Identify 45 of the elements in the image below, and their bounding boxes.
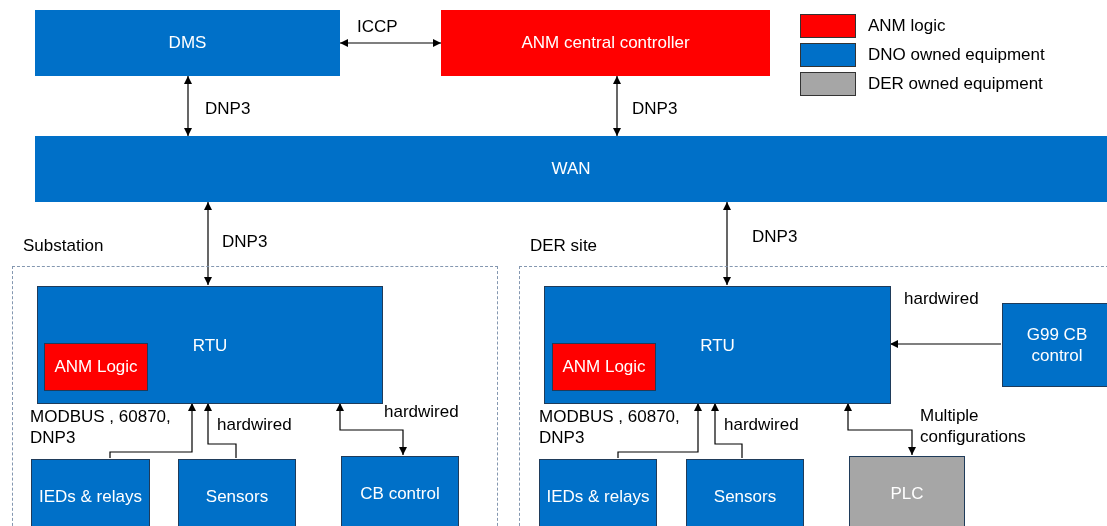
equipment-box <box>686 459 804 526</box>
connector-arrow <box>722 201 732 286</box>
equipment-box <box>178 459 296 526</box>
connector-arrow <box>203 201 213 286</box>
equipment-box <box>31 459 150 526</box>
connector-arrow <box>109 402 197 459</box>
equipment-box <box>544 286 891 404</box>
legend-label: ANM logic <box>868 16 946 36</box>
logic-box <box>44 343 148 391</box>
box-label: Sensors <box>712 485 778 508</box>
equipment-box <box>35 136 1107 202</box>
box-label: G99 CB control <box>1025 323 1089 367</box>
logic-box <box>552 343 656 391</box>
connector-arrow <box>203 402 237 459</box>
connector-arrow <box>183 75 193 137</box>
logic-box <box>441 10 770 76</box>
connector-arrow <box>843 402 917 456</box>
box-label: PLC <box>889 482 925 505</box>
box-label: DMS <box>167 32 208 54</box>
box-label: IEDs & relays <box>545 485 651 508</box>
legend-label: DNO owned equipment <box>868 45 1045 65</box>
box-label: ANM Logic <box>53 356 139 378</box>
box-label: Sensors <box>204 485 270 508</box>
group-heading: Substation <box>23 235 104 257</box>
connector-arrow <box>710 402 743 459</box>
connector-arrow <box>335 402 408 456</box>
equipment-box <box>341 456 459 526</box>
connector-arrow <box>617 402 703 459</box>
connector-arrow <box>612 75 622 137</box>
connector-arrow <box>889 339 1002 349</box>
box-label: WAN <box>550 158 592 180</box>
group-heading: DER site <box>530 235 598 257</box>
equipment-box <box>1002 303 1107 387</box>
equipment-box <box>35 10 340 76</box>
box-label: RTU <box>191 335 229 357</box>
box-label: IEDs & relays <box>38 485 143 508</box>
equipment-box <box>849 456 965 526</box>
legend-label: DER owned equipment <box>868 74 1043 94</box>
connector-arrow <box>339 38 442 48</box>
box-label: CB control <box>359 482 441 505</box>
equipment-box <box>37 286 383 404</box>
equipment-box <box>539 459 657 526</box>
box-label: ANM central controller <box>520 32 691 54</box>
box-label: ANM Logic <box>561 356 647 378</box>
box-label: RTU <box>699 335 736 357</box>
